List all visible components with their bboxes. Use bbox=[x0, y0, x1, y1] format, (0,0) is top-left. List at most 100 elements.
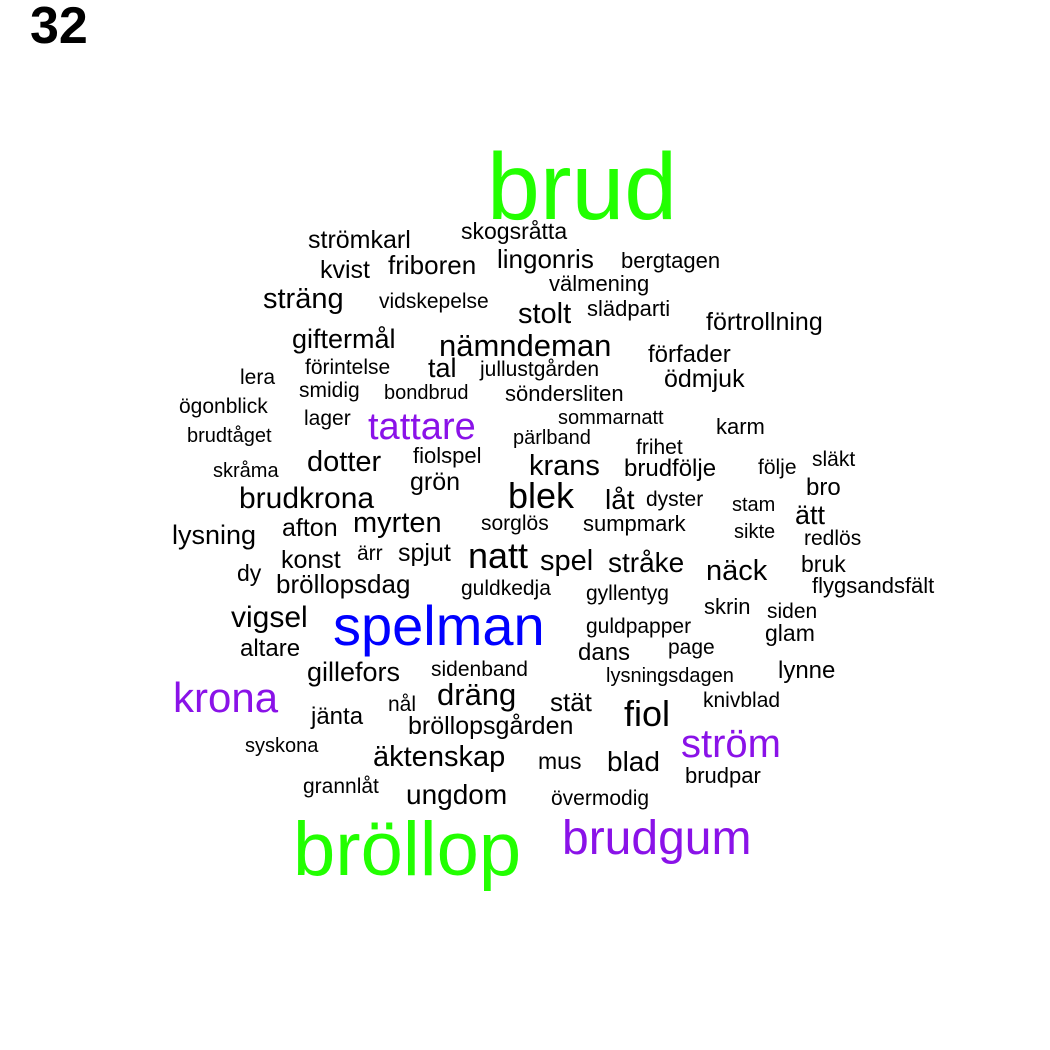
word-mus: mus bbox=[538, 748, 582, 774]
word-fiol: fiol bbox=[624, 693, 671, 734]
word-sumpmark: sumpmark bbox=[583, 511, 686, 536]
word-tal: tal bbox=[428, 353, 457, 383]
word-fiolspel: fiolspel bbox=[413, 443, 482, 468]
word-strang: sträng bbox=[263, 283, 344, 315]
word-strake: stråke bbox=[608, 547, 685, 578]
word-dyster: dyster bbox=[646, 488, 704, 511]
word-lera: lera bbox=[240, 366, 276, 389]
word-guldkedja: guldkedja bbox=[461, 577, 551, 600]
word-drang: dräng bbox=[437, 677, 517, 712]
word-bergtagen: bergtagen bbox=[621, 248, 721, 273]
word-brud: brud bbox=[487, 134, 678, 240]
word-spel: spel bbox=[540, 545, 594, 577]
word-skogsratta: skogsråtta bbox=[461, 218, 568, 244]
word-dotter: dotter bbox=[307, 446, 382, 478]
word-afton: afton bbox=[282, 514, 338, 542]
word-overmodig: övermodig bbox=[551, 787, 650, 810]
word-aktenskap: äktenskap bbox=[373, 741, 506, 773]
panel-label: 32 bbox=[30, 0, 88, 55]
word-stromkarl: strömkarl bbox=[308, 226, 411, 254]
word-lysningsdagen: lysningsdagen bbox=[606, 665, 734, 687]
word-strom: ström bbox=[681, 722, 781, 766]
word-stolt: stolt bbox=[518, 298, 572, 330]
word-brudpar: brudpar bbox=[685, 763, 761, 788]
word-skrin: skrin bbox=[704, 594, 751, 619]
word-lat: låt bbox=[605, 484, 635, 515]
word-brollopsgarden: bröllopsgården bbox=[408, 712, 574, 740]
word-sorglos: sorglös bbox=[481, 512, 549, 535]
word-spjut: spjut bbox=[398, 539, 451, 567]
word-ogonblick: ögonblick bbox=[179, 395, 268, 418]
word-namndeman: nämndeman bbox=[439, 328, 612, 363]
word-dy: dy bbox=[237, 560, 262, 586]
word-forintelse: förintelse bbox=[305, 356, 391, 379]
word-brudgum: brudgum bbox=[562, 812, 752, 865]
word-myrten: myrten bbox=[353, 507, 442, 539]
word-nal: nål bbox=[388, 693, 417, 716]
word-gillefors: gillefors bbox=[307, 657, 401, 687]
word-glam: glam bbox=[765, 620, 815, 646]
word-lingonris: lingonris bbox=[497, 244, 594, 274]
word-sondersliten: söndersliten bbox=[505, 381, 624, 406]
word-krona: krona bbox=[173, 674, 279, 721]
word-vigsel: vigsel bbox=[231, 601, 308, 634]
word-nack: näck bbox=[706, 555, 768, 587]
word-krans: krans bbox=[529, 450, 600, 482]
word-smidig: smidig bbox=[299, 379, 360, 402]
word-stam: stam bbox=[732, 494, 776, 516]
word-bro: bro bbox=[806, 474, 841, 501]
word-grannlat: grannlåt bbox=[303, 775, 379, 798]
word-ungdom: ungdom bbox=[406, 779, 508, 810]
word-valmening: välmening bbox=[549, 271, 650, 296]
word-brudfolje: brudfölje bbox=[624, 455, 717, 482]
word-natt: natt bbox=[468, 535, 529, 576]
word-parlband: pärlband bbox=[513, 427, 591, 449]
word-fortrollning: förtrollning bbox=[706, 308, 823, 336]
word-stat: stät bbox=[550, 687, 592, 717]
word-sikte: sikte bbox=[734, 521, 776, 543]
word-att: ätt bbox=[795, 500, 826, 530]
word-vidskepelse: vidskepelse bbox=[379, 290, 489, 313]
word-slakt: släkt bbox=[812, 448, 856, 471]
word-janta: jänta bbox=[311, 703, 364, 730]
word-brollopsdag: bröllopsdag bbox=[276, 569, 411, 599]
word-redlos: redlös bbox=[804, 527, 862, 550]
word-brudtaget: brudtåget bbox=[187, 425, 272, 447]
word-gron: grön bbox=[410, 468, 461, 496]
word-lynne: lynne bbox=[778, 657, 836, 684]
word-brollop: bröllop bbox=[293, 807, 522, 892]
word-jullustgarden: jullustgården bbox=[480, 358, 600, 381]
word-odmjuk: ödmjuk bbox=[664, 365, 745, 393]
word-skrama: skråma bbox=[213, 460, 279, 482]
word-giftermal: giftermål bbox=[292, 324, 396, 354]
word-blad: blad bbox=[607, 746, 660, 777]
word-karm: karm bbox=[716, 414, 765, 439]
word-siden: siden bbox=[767, 600, 818, 623]
word-brudkrona: brudkrona bbox=[239, 482, 375, 515]
word-forfader: förfader bbox=[648, 341, 731, 368]
word-knivblad: knivblad bbox=[703, 689, 781, 712]
word-dans: dans bbox=[578, 639, 631, 666]
word-page: page bbox=[668, 636, 715, 659]
word-lysning: lysning bbox=[172, 520, 257, 550]
word-lager: lager bbox=[304, 407, 351, 430]
word-spelman: spelman bbox=[333, 594, 545, 657]
word-bruk: bruk bbox=[801, 551, 846, 577]
word-sommarnatt: sommarnatt bbox=[558, 407, 664, 429]
word-altare: altare bbox=[240, 635, 301, 662]
word-bondbrud: bondbrud bbox=[384, 382, 469, 404]
word-sidenband: sidenband bbox=[431, 658, 528, 681]
word-friboren: friboren bbox=[388, 250, 477, 280]
word-arr: ärr bbox=[357, 542, 383, 565]
word-tattare: tattare bbox=[368, 406, 476, 448]
word-guldpapper: guldpapper bbox=[586, 615, 692, 638]
word-gyllentyg: gyllentyg bbox=[586, 582, 669, 605]
word-blek: blek bbox=[508, 475, 575, 516]
word-flygsandsfalt: flygsandsfält bbox=[812, 573, 935, 598]
word-syskona: syskona bbox=[245, 735, 319, 757]
word-konst: konst bbox=[281, 546, 341, 574]
word-sladparti: slädparti bbox=[587, 296, 671, 321]
word-kvist: kvist bbox=[320, 256, 370, 284]
word-frihet: frihet bbox=[636, 436, 683, 459]
